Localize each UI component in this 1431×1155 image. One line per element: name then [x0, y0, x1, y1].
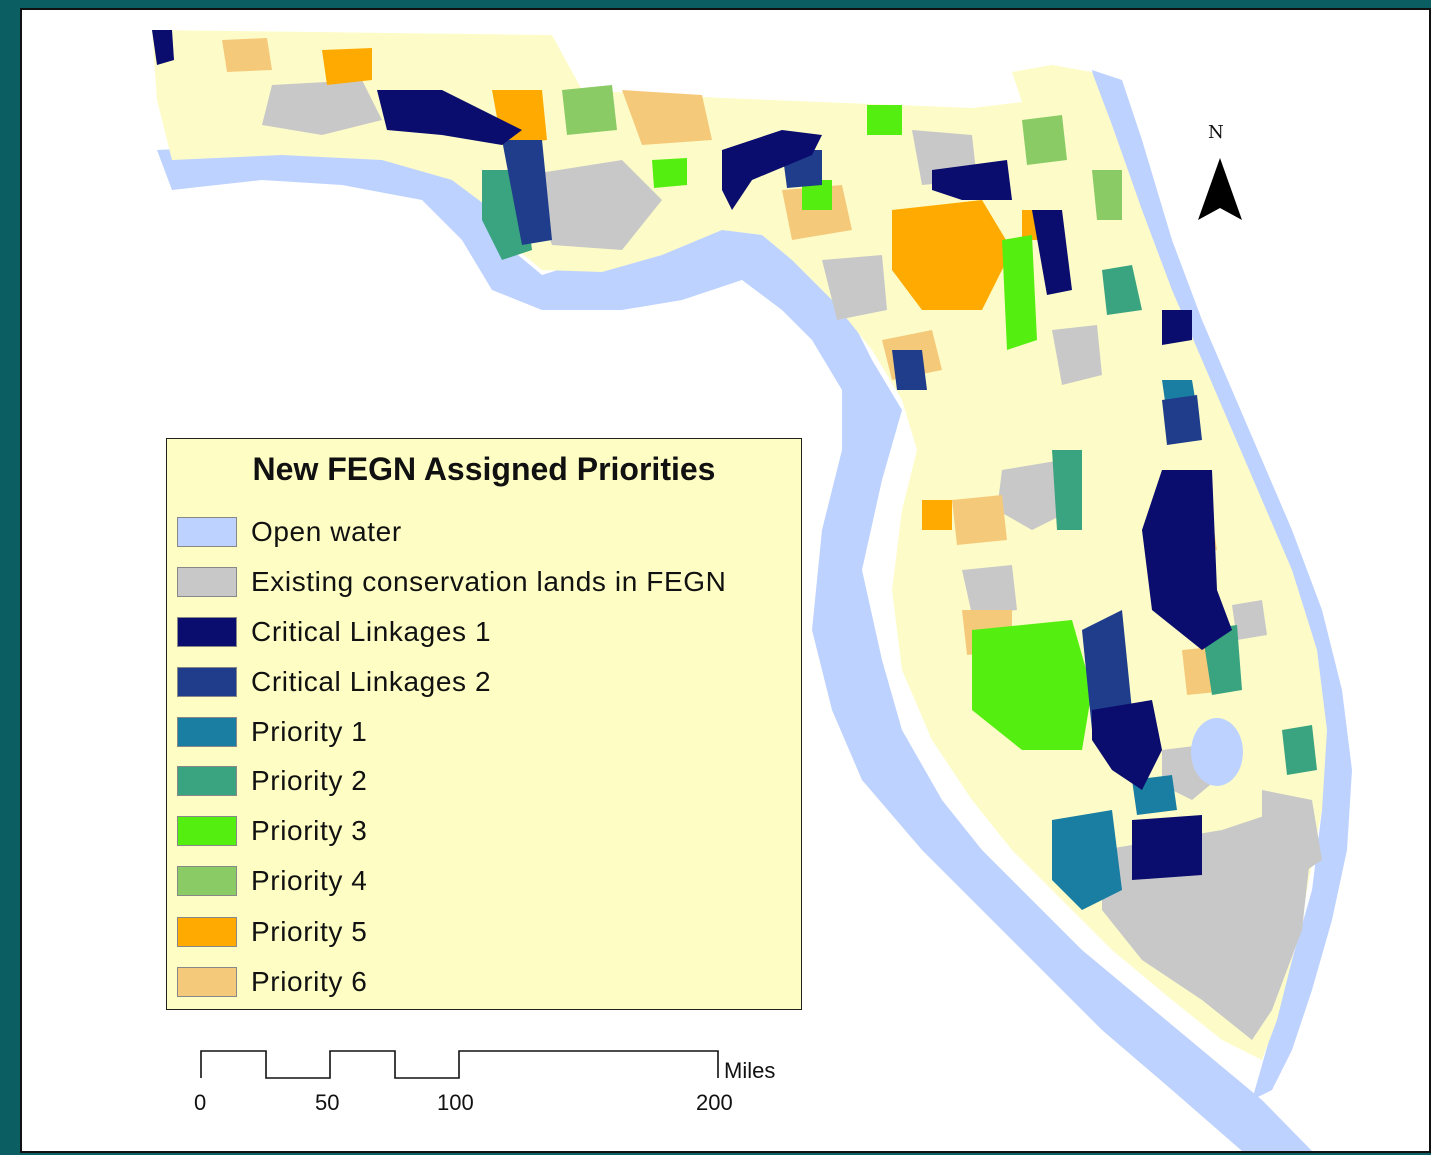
conservation-patch	[527, 160, 662, 250]
scale-tick-label: 0	[194, 1090, 207, 1115]
legend-swatch	[177, 617, 237, 647]
priority-6-patch	[952, 495, 1007, 545]
legend-item-open-water: Open water	[177, 515, 402, 549]
priority-6-patch	[782, 185, 852, 240]
priority-5-patch	[892, 200, 1012, 310]
priority-6-patch	[622, 90, 712, 145]
legend-label: Priority 4	[251, 865, 368, 896]
critical-linkages-1-patch	[932, 160, 1012, 200]
legend-label: Priority 2	[251, 765, 368, 796]
legend-label: Existing conservation lands in FEGN	[251, 566, 727, 597]
legend-swatch	[177, 816, 237, 846]
map-frame: N Miles 0 50 100 200 New FEGN Assigned P…	[18, 6, 1431, 1155]
legend-swatch	[177, 917, 237, 947]
legend-swatch	[177, 517, 237, 547]
legend-swatch	[177, 866, 237, 896]
critical-linkages-1-patch	[1092, 700, 1162, 790]
conservation-patch	[962, 565, 1017, 615]
critical-linkages-1-layer	[152, 30, 1232, 880]
priority-6-patch	[222, 38, 272, 72]
critical-linkages-2-patch	[1082, 610, 1132, 730]
legend-label: Critical Linkages 1	[251, 616, 492, 647]
critical-linkages-2-patch	[892, 350, 927, 390]
priority-3-layer	[652, 105, 1092, 750]
north-arrow-icon	[1198, 158, 1242, 220]
legend-item-critical-linkages-1: Critical Linkages 1	[177, 615, 491, 649]
map-panel: N Miles 0 50 100 200 New FEGN Assigned P…	[20, 8, 1431, 1153]
legend-swatch	[177, 667, 237, 697]
priority-5-patch	[922, 500, 952, 530]
priority-2-patch	[1052, 450, 1082, 530]
legend-swatch	[177, 567, 237, 597]
legend-item-critical-linkages-2: Critical Linkages 2	[177, 665, 491, 699]
priority-2-patch	[1102, 265, 1142, 315]
priority-3-patch	[867, 105, 902, 135]
scale-tick-label: 50	[315, 1090, 340, 1115]
conservation-patch	[1052, 325, 1102, 385]
legend-item-priority-1: Priority 1	[177, 715, 367, 749]
priority-4-patch	[1092, 170, 1122, 220]
priority-4-patch	[562, 85, 617, 135]
priority-5-patch	[322, 48, 372, 85]
critical-linkages-2-layer	[502, 140, 1202, 730]
scale-bar	[200, 1050, 719, 1079]
gulf-coast-water	[157, 142, 1312, 1151]
north-arrow-label: N	[1208, 122, 1224, 143]
priority-2-patch	[1282, 725, 1317, 775]
scale-bar-line	[200, 1050, 719, 1079]
legend-swatch	[177, 717, 237, 747]
legend-item-priority-2: Priority 2	[177, 764, 367, 798]
legend-item-priority-4: Priority 4	[177, 864, 367, 898]
conservation-patch	[1232, 600, 1267, 640]
critical-linkages-2-patch	[502, 140, 552, 245]
legend-label: Priority 5	[251, 916, 368, 947]
legend-item-priority-6: Priority 6	[177, 965, 367, 999]
legend-item-priority-5: Priority 5	[177, 915, 367, 949]
scale-unit-label: Miles	[724, 1058, 776, 1083]
critical-linkages-1-patch	[1162, 310, 1192, 345]
priority-3-patch	[802, 180, 832, 210]
florida-map	[152, 30, 1352, 1151]
critical-linkages-1-patch	[722, 130, 822, 210]
legend-item-priority-3: Priority 3	[177, 814, 367, 848]
priority-4-layer	[562, 85, 1122, 220]
critical-linkages-1-patch	[377, 90, 522, 145]
conservation-patch	[262, 80, 382, 135]
legend-title: New FEGN Assigned Priorities	[252, 451, 716, 487]
atlantic-coast-water	[1092, 70, 1352, 1100]
conservation-patch	[1262, 790, 1322, 880]
legend-label: Critical Linkages 2	[251, 666, 492, 697]
priority-3-patch	[1002, 235, 1037, 350]
critical-linkages-2-patch	[1162, 395, 1202, 445]
critical-linkages-1-patch	[1032, 210, 1072, 295]
critical-linkages-1-patch	[152, 30, 174, 65]
legend-swatch	[177, 967, 237, 997]
map-legend: New FEGN Assigned Priorities Open water …	[166, 438, 802, 1010]
legend-label: Priority 1	[251, 716, 368, 747]
lake-okeechobee	[1191, 718, 1243, 786]
critical-linkages-1-patch	[1132, 815, 1202, 880]
conservation-patch	[822, 255, 887, 320]
conservation-patch	[997, 460, 1072, 530]
open-water-layer	[157, 70, 1352, 1151]
critical-linkages-1-patch	[1142, 470, 1232, 650]
priority-4-patch	[1022, 115, 1067, 165]
legend-swatch	[177, 766, 237, 796]
legend-label: Priority 3	[251, 815, 368, 846]
legend-item-conservation-lands: Existing conservation lands in FEGN	[177, 565, 726, 599]
priority-1-patch	[1052, 810, 1122, 910]
scale-tick-label: 200	[696, 1090, 733, 1115]
legend-label: Priority 6	[251, 966, 368, 997]
legend-label: Open water	[251, 516, 402, 547]
scale-tick-label: 100	[437, 1090, 474, 1115]
priority-3-patch	[972, 620, 1092, 750]
priority-3-patch	[652, 158, 687, 188]
